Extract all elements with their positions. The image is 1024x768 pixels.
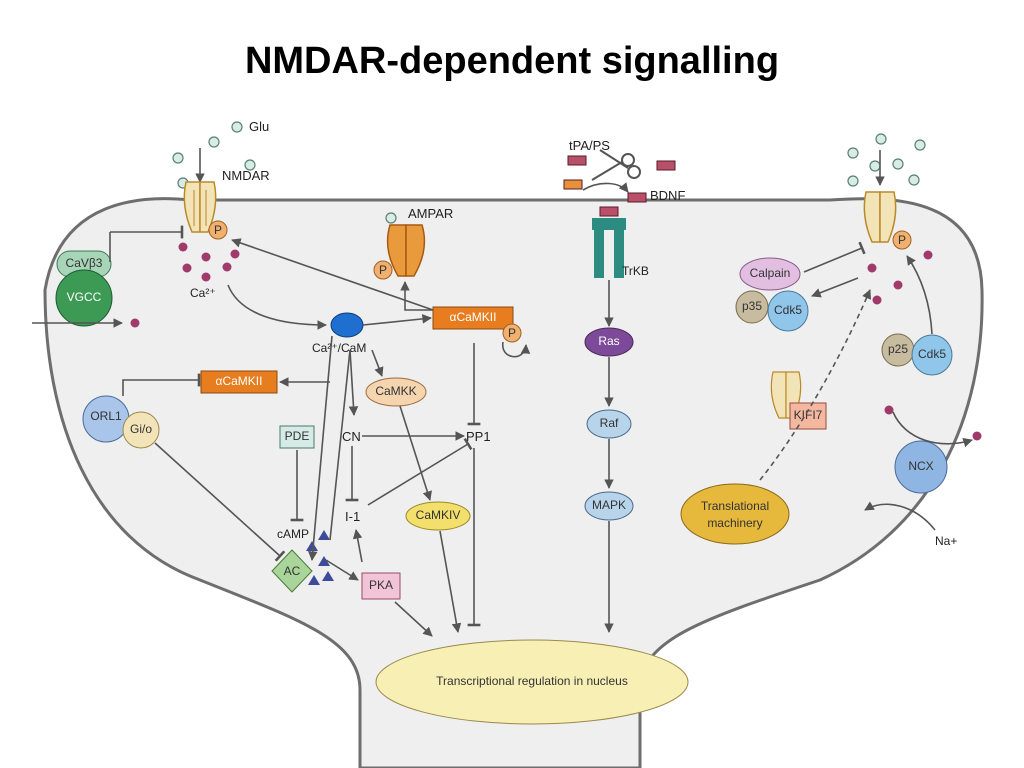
slide-title: NMDAR-dependent signalling <box>244 40 780 82</box>
cn-label: CN <box>342 429 361 444</box>
i1-label: I-1 <box>345 509 360 524</box>
ca-cam-label: Ca²⁺/CaM <box>312 341 366 355</box>
ampar-receptor <box>386 224 426 277</box>
mapk-node: MAPK <box>584 491 634 521</box>
na-label: Na+ <box>935 534 957 548</box>
vgcc-node: VGCC <box>55 269 113 327</box>
glutamate-ampar <box>385 212 397 224</box>
calcium-ions-right <box>867 250 982 441</box>
pka-node: PKA <box>361 572 401 600</box>
bdnf-label: BDNF <box>650 188 685 203</box>
nucleus-node: Transcriptional regulation in nucleus <box>375 639 689 725</box>
svg-text:PKA: PKA <box>369 578 393 592</box>
calcium-ions-left <box>130 242 240 328</box>
svg-text:CaMKK: CaMKK <box>375 384 416 398</box>
camkk-node: CaMKK <box>365 377 427 407</box>
cdk5-top-node: Cdk5 <box>767 290 809 332</box>
p-phospho-ampar: P <box>373 260 393 280</box>
cell-membrane <box>43 197 984 768</box>
ampar-label: AMPAR <box>408 206 453 221</box>
svg-text:αCaMKII: αCaMKII <box>450 310 497 324</box>
p-phospho-nmdar: P <box>208 220 228 240</box>
calpain-node: Calpain <box>739 257 801 291</box>
svg-text:Raf: Raf <box>600 416 619 430</box>
svg-text:MAPK: MAPK <box>592 498 626 512</box>
camp-label: cAMP <box>277 527 309 541</box>
pp1-label: PP1 <box>466 429 491 444</box>
svg-text:Ras: Ras <box>598 334 619 348</box>
ras-node: Ras <box>584 327 634 357</box>
gio-node: Gi/o <box>122 411 160 449</box>
bdnf-molecules <box>563 155 676 217</box>
camkiv-node: CaMKIV <box>405 501 471 531</box>
scissors-icon <box>591 149 641 181</box>
ca2-label: Ca²⁺ <box>190 286 216 300</box>
svg-text:NCX: NCX <box>908 459 933 473</box>
glutamate-molecules <box>172 121 256 189</box>
svg-text:CaVβ3: CaVβ3 <box>66 256 103 270</box>
ca-cam-node <box>330 312 364 338</box>
svg-text:ORL1: ORL1 <box>90 409 122 423</box>
svg-text:p25: p25 <box>888 342 908 356</box>
nmdar-receptor <box>183 181 217 233</box>
svg-text:αCaMKII: αCaMKII <box>216 374 263 388</box>
svg-text:P: P <box>898 233 906 247</box>
svg-text:Cdk5: Cdk5 <box>918 347 946 361</box>
ac-node: AC <box>271 549 313 593</box>
translational-machinery-node: Translational machinery <box>680 483 790 545</box>
p25-node: p25 <box>881 333 915 367</box>
svg-text:Gi/o: Gi/o <box>130 422 152 436</box>
nmdar-label: NMDAR <box>222 168 270 183</box>
nmdar-right-receptor <box>863 191 897 243</box>
trkb-receptor <box>592 218 626 278</box>
p-phospho-camkii: P <box>502 323 522 343</box>
glu-label: Glu <box>249 119 269 134</box>
kif17-node: KIFI7 <box>789 402 827 430</box>
glutamate-right <box>847 133 926 187</box>
camp-molecules <box>306 530 334 585</box>
svg-text:AC: AC <box>284 564 301 578</box>
svg-text:P: P <box>379 263 387 277</box>
pde-node: PDE <box>279 425 315 449</box>
raf-node: Raf <box>586 409 632 439</box>
acamkii-top-node: αCaMKII <box>432 306 514 330</box>
svg-text:P: P <box>508 326 516 340</box>
ncx-node: NCX <box>894 440 948 494</box>
svg-text:P: P <box>214 223 222 237</box>
svg-text:VGCC: VGCC <box>67 290 102 304</box>
p35-node: p35 <box>735 290 769 324</box>
svg-text:PDE: PDE <box>285 429 310 443</box>
svg-text:KIFI7: KIFI7 <box>794 408 823 422</box>
svg-text:Translational: Translational <box>701 499 769 513</box>
cavb3-node: CaVβ3 <box>56 250 112 278</box>
acamkii-left-node: αCaMKII <box>200 370 278 394</box>
svg-text:machinery: machinery <box>707 516 762 530</box>
trkb-label: TrKB <box>622 264 649 278</box>
orl1-node: ORL1 <box>82 395 130 443</box>
svg-text:Cdk5: Cdk5 <box>774 303 802 317</box>
tpa-ps-label: tPA/PS <box>569 138 610 153</box>
cdk5-bottom-node: Cdk5 <box>911 334 953 376</box>
svg-text:Transcriptional regulation in: Transcriptional regulation in nucleus <box>436 674 628 688</box>
svg-text:CaMKIV: CaMKIV <box>416 508 461 522</box>
svg-text:p35: p35 <box>742 299 762 313</box>
svg-text:Calpain: Calpain <box>750 266 791 280</box>
p-phospho-nmdar-right: P <box>892 230 912 250</box>
